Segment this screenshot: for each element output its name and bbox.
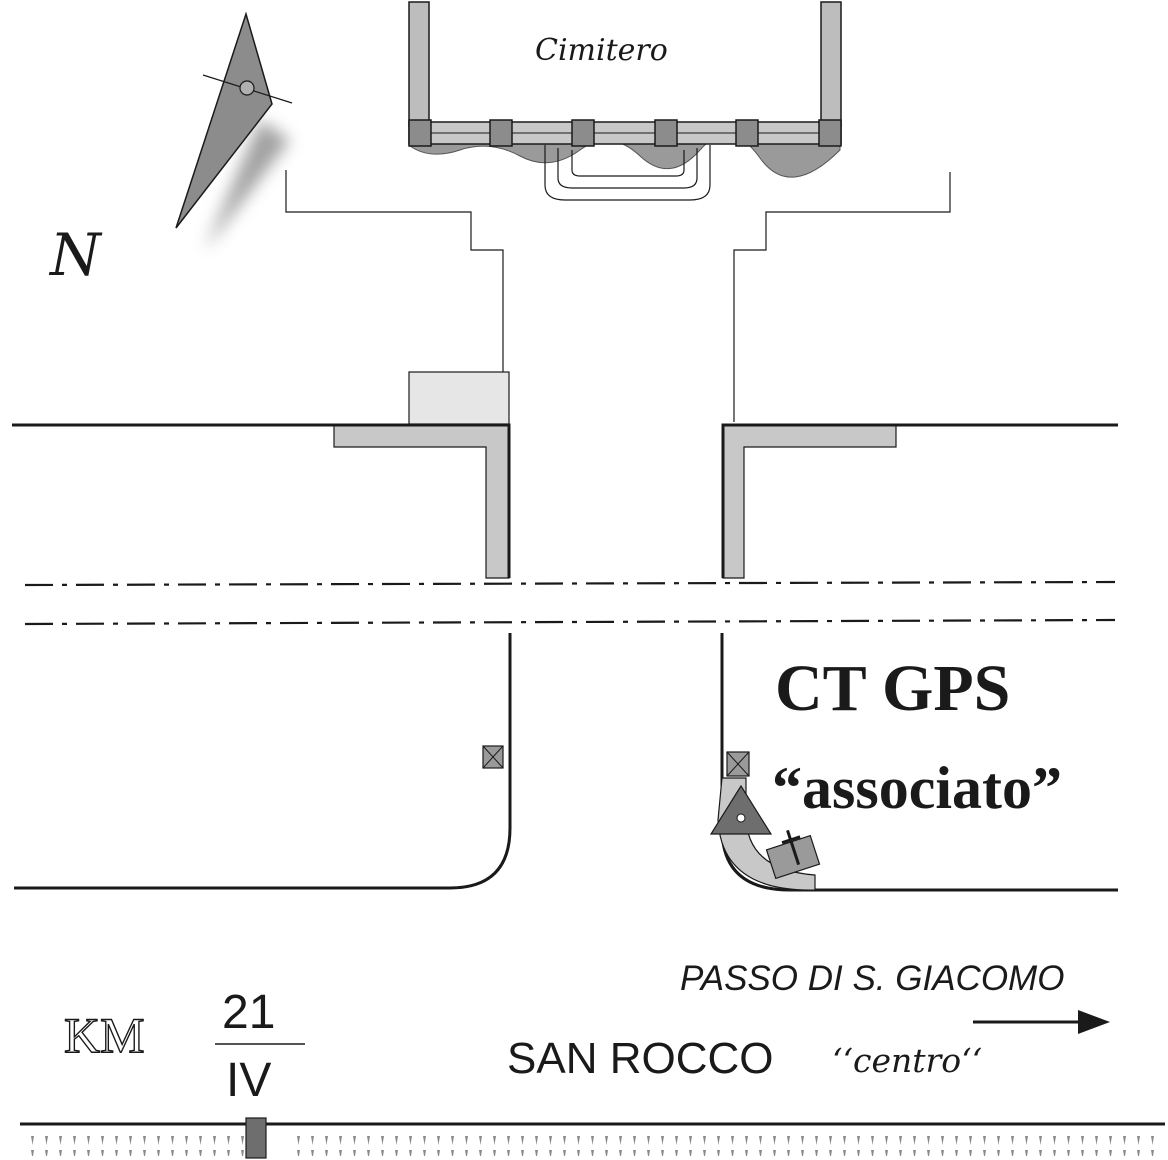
gps-point-subtitle: “associato” [772,755,1062,821]
small-building [408,371,510,425]
direction-near: SAN ROCCO [507,1034,773,1083]
cemetery-label: Cimitero [535,33,668,68]
manhole-icon [726,751,750,777]
direction-near-note: ‘‘centro‘‘ [832,1041,982,1080]
direction-far: PASSO DI S. GIACOMO [680,959,1064,998]
cemetery-building [408,1,842,201]
km-number: 21 [222,986,275,1039]
sidewalk-upper-left [333,424,510,579]
manhole-icon [482,745,504,769]
road-edges-upper [12,423,1118,578]
main-road-centerlines [24,580,1116,626]
km-label: KM [64,1007,145,1063]
sidewalk-upper-right [722,424,897,579]
arrow-right-icon [973,1010,1110,1034]
church-cross-icon [765,829,821,880]
north-arrow-icon [175,11,293,250]
km-post [245,1117,267,1159]
gps-point-title: CT GPS [775,652,1010,725]
gps-triangle-icon [709,784,773,835]
access-road [285,170,951,422]
north-label: N [48,221,103,289]
hatched-strip-right [288,1134,1164,1156]
km-roman: IV [226,1054,271,1107]
hatched-strip-left [24,1134,244,1156]
